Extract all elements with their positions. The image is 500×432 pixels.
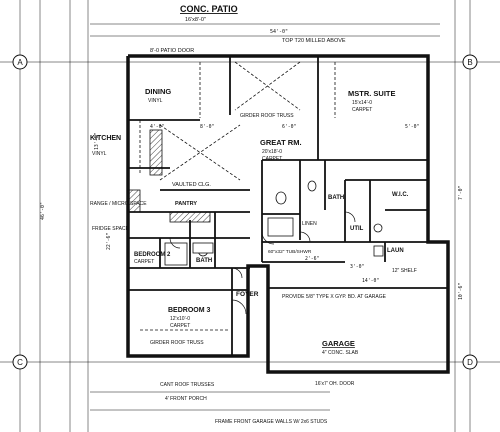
vanity-fixture — [192, 242, 214, 254]
bedroom-3-label: BEDROOM 3 — [168, 307, 211, 314]
master-tub-fixture — [267, 217, 294, 237]
master-suite-size: 15'x14'-0 — [352, 100, 372, 106]
bath-label: BATH — [196, 258, 212, 264]
master-sink-fixture — [307, 180, 317, 192]
garage-door-note: 16'x7' OH. DOOR — [315, 381, 355, 387]
dining-flooring: VINYL — [148, 98, 163, 104]
shelf-note: 12" SHELF — [392, 268, 417, 274]
girder-truss-note-2: GIRDER ROOF TRUSS — [150, 340, 204, 346]
range-note: RANGE / MICRO SPACE — [90, 201, 147, 207]
great-room-size: 20'x18'-0 — [262, 149, 282, 155]
kitchen-island — [149, 129, 163, 176]
bath-fixtures — [164, 180, 384, 266]
tub-fixture — [164, 242, 188, 266]
great-room-flooring: CARPET — [262, 156, 282, 162]
grid-marker-c: C — [12, 354, 28, 370]
patio-door-note: 8'-0 PATIO DOOR — [150, 48, 194, 54]
grid-marker-b: B — [462, 54, 478, 70]
pantry-label: PANTRY — [175, 201, 197, 207]
front-porch-note: 4' FRONT PORCH — [165, 396, 207, 402]
linen-note: LINEN — [302, 221, 317, 227]
fridge-note: FRIDGE SPACE — [92, 226, 130, 232]
pantry-counter — [169, 211, 211, 223]
tub-shower-note: 60"x32" TUB/SHWR — [268, 249, 312, 255]
top-milled-note: TOP T20 MILLED ABOVE — [282, 38, 346, 44]
vaulted-note: VAULTED CLG. — [172, 182, 211, 188]
garage-label: GARAGE — [322, 339, 355, 348]
girder-truss-note: GIRDER ROOF TRUSS — [240, 113, 294, 119]
kitchen-flooring: VINYL — [92, 151, 107, 157]
range-counter — [127, 189, 141, 213]
master-suite-flooring: CARPET — [352, 107, 372, 113]
laundry-label: LAUN — [387, 248, 404, 254]
bedroom-3-size: 12'x10'-0 — [170, 316, 190, 322]
type-x-note: PROVIDE 5/8" TYPE X GYP. BD. AT GARAGE — [282, 294, 387, 300]
overall-depth-dim: 46'-0" — [40, 202, 46, 220]
utility-label: UTIL — [350, 226, 364, 232]
dim-6: 5'-0" — [405, 124, 420, 130]
dim-2: 8'-0" — [200, 124, 215, 130]
dining-label: DINING — [145, 87, 171, 96]
foyer-label: FOYER — [236, 291, 259, 298]
great-room-label: GREAT RM. — [260, 138, 302, 147]
garage-slab-note: 4" CONC. SLAB — [322, 350, 359, 356]
svg-text:A: A — [17, 58, 23, 67]
kitchen-label: KITCHEN — [90, 135, 121, 142]
svg-text:C: C — [17, 358, 23, 367]
truss-lines — [139, 61, 336, 331]
master-bath-label: BATH — [328, 195, 344, 201]
door-swings — [169, 211, 356, 315]
bedroom-2-flooring: CARPET — [134, 259, 154, 265]
cant-roof-note: CANT ROOF TRUSSES — [160, 382, 215, 388]
dim-7: 2'-6" — [305, 256, 320, 262]
grid-marker-d: D — [462, 354, 478, 370]
dim-5: 6'-0" — [282, 124, 297, 130]
dim-1: 4'-6" — [150, 124, 165, 130]
master-suite-label: MSTR. SUITE — [348, 89, 396, 98]
master-toilet-fixture — [275, 191, 287, 205]
grid-marker-a: A — [12, 54, 28, 70]
frame-garage-note: FRAME FRONT GARAGE WALLS W/ 2x6 STUDS — [215, 419, 328, 425]
patio-title: CONC. PATIO — [180, 4, 238, 14]
dim-4: 22'-6" — [106, 233, 112, 250]
svg-text:D: D — [467, 358, 473, 367]
dim-10: 10'-6" — [458, 283, 464, 300]
dim-3: 13'-6" — [94, 133, 100, 150]
washer-fixture — [373, 245, 384, 257]
dim-8: 3'-0" — [350, 264, 365, 270]
patio-size: 16'x8'-0" — [185, 17, 206, 23]
overall-width-dim: 54'-0" — [270, 29, 288, 35]
dim-11: 7'-0" — [458, 185, 464, 200]
water-heater-fixture — [373, 223, 383, 233]
wic-label: W.I.C. — [392, 192, 409, 198]
dim-9: 14'-0" — [362, 278, 379, 284]
bedroom-2-label: BEDROOM 2 — [134, 252, 171, 258]
svg-text:B: B — [467, 58, 472, 67]
bedroom-3-flooring: CARPET — [170, 323, 190, 329]
